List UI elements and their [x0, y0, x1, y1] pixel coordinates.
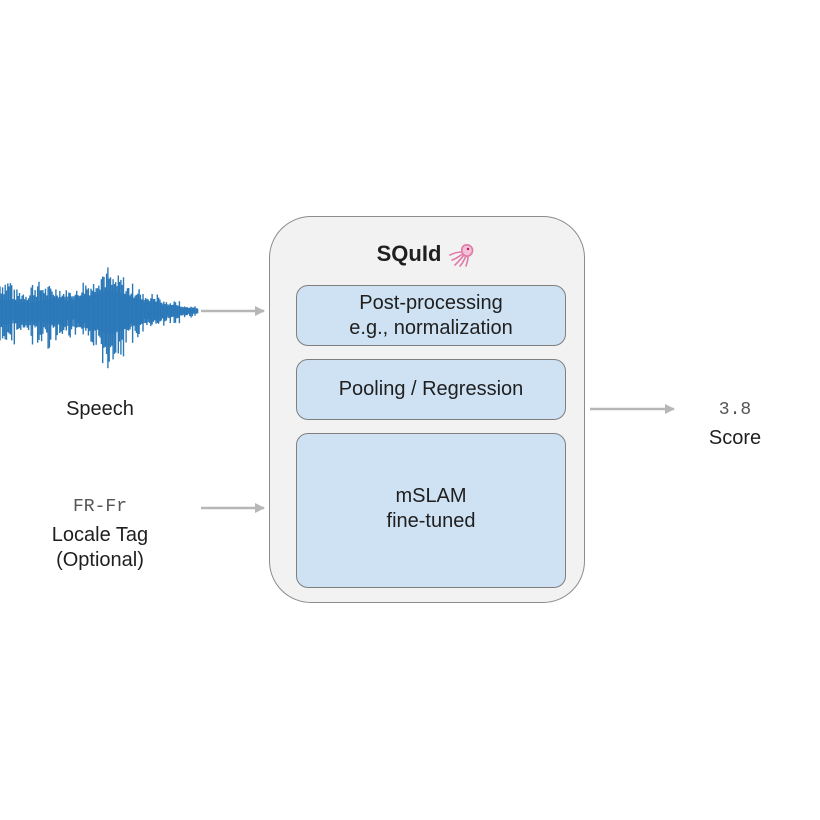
model-title-text: SQuId: [376, 241, 442, 266]
score-value: 3.8: [718, 400, 752, 420]
waveform-core: [0, 289, 195, 335]
squid-icon: [449, 244, 474, 267]
speech-label: Speech: [66, 398, 134, 420]
stage-post-processing-line2: e.g., normalization: [349, 316, 513, 339]
speech-waveform: [0, 267, 199, 369]
score-label: Score: [708, 427, 762, 449]
stage-post-processing: Post-processing e.g., normalization: [296, 285, 566, 346]
locale-tag-value: FR-Fr: [72, 497, 127, 517]
stage-pooling-regression-label: Pooling / Regression: [338, 378, 524, 400]
squid-model-box: SQuId Post-processing e.g., normalizatio…: [269, 216, 585, 603]
waveform-bars: [0, 267, 199, 369]
locale-tag-label: Locale Tag: [51, 524, 149, 546]
stage-mslam-line2: fine-tuned: [386, 510, 476, 532]
locale-tag-note: (Optional): [56, 549, 144, 571]
stage-mslam-line1: mSLAM: [395, 485, 467, 507]
stage-pooling-regression: Pooling / Regression: [296, 359, 566, 420]
model-title: SQuId: [270, 241, 584, 268]
stage-mslam: mSLAM fine-tuned: [296, 433, 566, 588]
stage-post-processing-line1: Post-processing: [359, 291, 503, 314]
